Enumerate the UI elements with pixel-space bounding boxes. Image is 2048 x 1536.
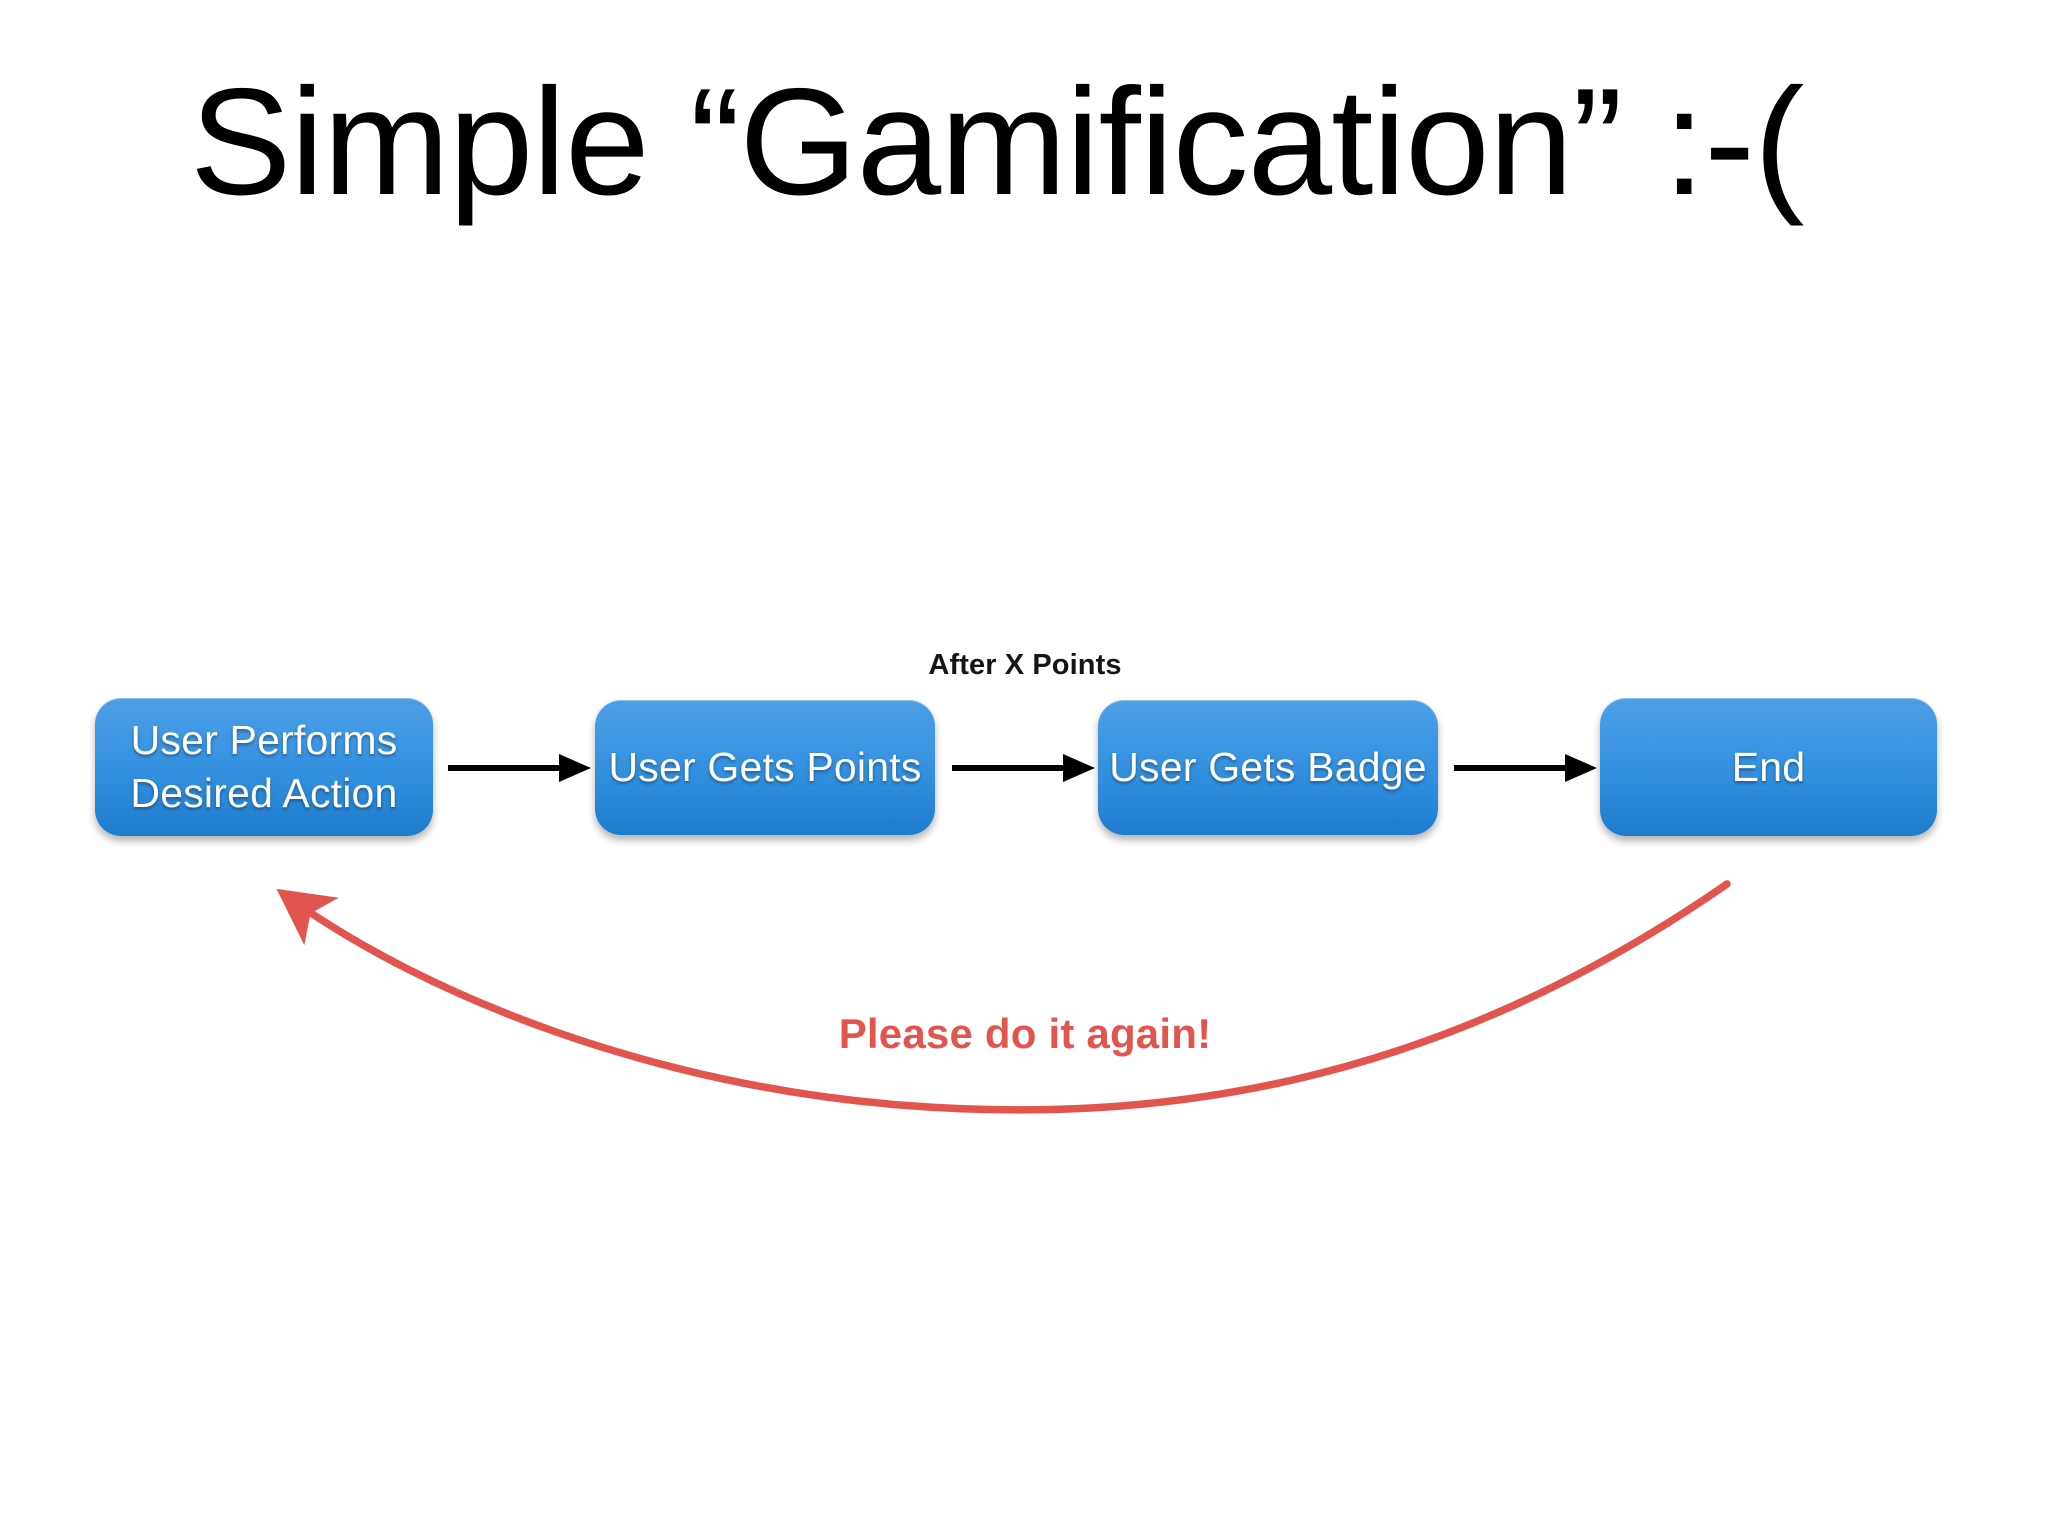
flow-node-user-gets-badge[interactable]: User Gets Badge — [1098, 700, 1438, 835]
connector-arrow-3 — [1454, 754, 1597, 782]
flow-node-label: User Gets Points — [608, 744, 922, 790]
flow-node-label: User Performs Desired Action — [130, 717, 398, 816]
feedback-loop-label: Please do it again! — [838, 1010, 1212, 1057]
feedback-loop-arrow — [276, 880, 1731, 1114]
connector-arrow-2 — [952, 754, 1095, 782]
flow-node-label: User Gets Badge — [1109, 744, 1427, 790]
flow-node-label: End — [1731, 743, 1806, 790]
page-title: Simple “Gamification” :-( — [190, 57, 1805, 227]
connector-arrow-1 — [448, 754, 591, 782]
arrow-label-after-x-points: After X Points — [928, 649, 1122, 681]
flow-node-end[interactable]: End — [1600, 698, 1937, 836]
flow-node-user-performs-desired-action[interactable]: User Performs Desired Action — [95, 698, 433, 836]
flow-node-user-gets-points[interactable]: User Gets Points — [595, 700, 935, 835]
